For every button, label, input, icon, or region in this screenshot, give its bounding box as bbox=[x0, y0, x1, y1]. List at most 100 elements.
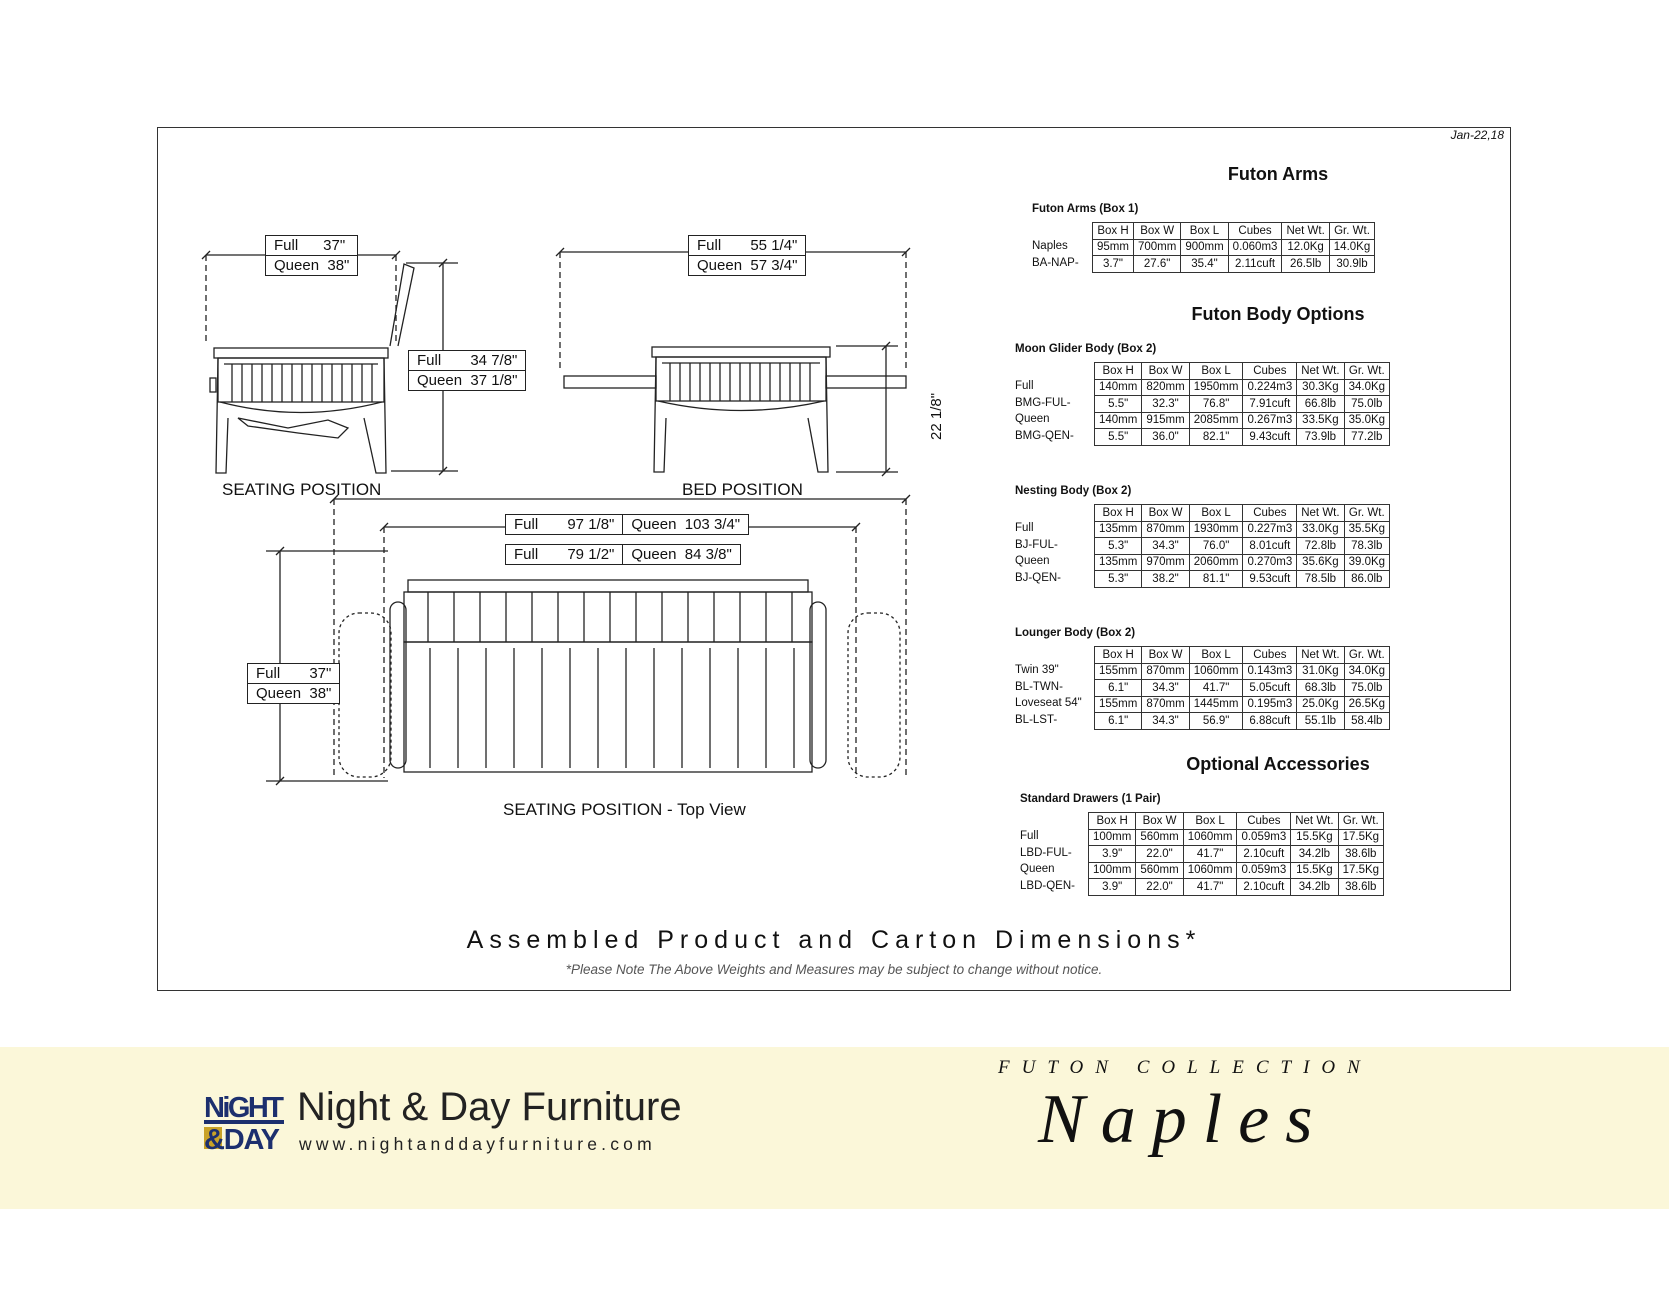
table-cell: 2.11cuft bbox=[1227, 255, 1283, 273]
collection-label: FUTON COLLECTION bbox=[998, 1057, 1372, 1078]
table-cell: 3.9" bbox=[1087, 845, 1137, 863]
table-cell: 78.3lb bbox=[1343, 537, 1391, 555]
column-header: Box H bbox=[1092, 222, 1134, 240]
moon-box-title: Moon Glider Body (Box 2) bbox=[1015, 343, 1157, 355]
column-header: Net Wt. bbox=[1296, 362, 1345, 380]
table-cell: 700mm bbox=[1132, 238, 1182, 256]
column-header: Net Wt. bbox=[1281, 222, 1330, 240]
top-depth-full: Full 37" bbox=[256, 665, 332, 682]
seating-width-queen: Queen 38" bbox=[266, 255, 358, 275]
seating-width-full: Full 37" bbox=[274, 237, 346, 254]
column-header: Cubes bbox=[1242, 646, 1298, 664]
table-cell: 5.3" bbox=[1093, 537, 1143, 555]
column-header: Gr. Wt. bbox=[1328, 222, 1376, 240]
futon-body-heading: Futon Body Options bbox=[1191, 304, 1365, 324]
table-cell: 81.1" bbox=[1188, 570, 1244, 588]
table-cell: 58.4lb bbox=[1343, 712, 1391, 730]
table-cell: 155mm bbox=[1093, 662, 1143, 680]
table-cell: 35.4" bbox=[1180, 255, 1229, 273]
table-cell: 5.05cuft bbox=[1242, 679, 1298, 697]
table-cell: 0.059m3 bbox=[1236, 828, 1292, 846]
table-cell: 140mm bbox=[1093, 378, 1143, 396]
moon-name-2: Queen bbox=[1015, 413, 1050, 425]
table-cell: 39.0Kg bbox=[1343, 553, 1391, 571]
table-cell: 0.270m3 bbox=[1242, 553, 1298, 571]
table-cell: 15.5Kg bbox=[1290, 861, 1339, 879]
table-cell: 0.143m3 bbox=[1242, 662, 1298, 680]
column-header: Gr. Wt. bbox=[1337, 812, 1385, 830]
column-header: Box W bbox=[1141, 646, 1190, 664]
top-inner-queen: Queen 84 3/8" bbox=[622, 545, 739, 564]
logo-night: NiGHT bbox=[204, 1092, 284, 1124]
model-name: Naples bbox=[1038, 1081, 1329, 1158]
table-cell: 95mm bbox=[1092, 238, 1134, 256]
column-header: Gr. Wt. bbox=[1343, 504, 1391, 522]
table-cell: 100mm bbox=[1087, 861, 1137, 879]
table-cell: 900mm bbox=[1180, 238, 1229, 256]
table-cell: 86.0lb bbox=[1343, 570, 1391, 588]
table-cell: 76.0" bbox=[1188, 537, 1244, 555]
bed-height-label: 22 1/8" bbox=[928, 392, 945, 440]
lounger-names: Twin 39" BL-TWN- Loveseat 54" BL-LST- bbox=[1015, 662, 1082, 728]
table-cell: 970mm bbox=[1141, 553, 1190, 571]
table-cell: 870mm bbox=[1141, 662, 1190, 680]
table-cell: 38.6lb bbox=[1337, 878, 1385, 896]
table-cell: 41.7" bbox=[1182, 878, 1238, 896]
table-cell: 34.2lb bbox=[1290, 878, 1339, 896]
table-cell: 9.53cuft bbox=[1242, 570, 1298, 588]
drawers-name-2: Queen bbox=[1020, 863, 1055, 875]
drawers-box-title: Standard Drawers (1 Pair) bbox=[1020, 793, 1161, 805]
table-cell: 100mm bbox=[1087, 828, 1137, 846]
table-cell: 36.0" bbox=[1141, 428, 1190, 446]
table-cell: 7.91cuft bbox=[1242, 395, 1298, 413]
table-cell: 9.43cuft bbox=[1242, 428, 1298, 446]
footer-band bbox=[0, 1047, 1669, 1209]
seating-height-queen: Queen 37 1/8" bbox=[409, 370, 526, 390]
column-header: Box H bbox=[1093, 504, 1143, 522]
column-header: Cubes bbox=[1242, 504, 1298, 522]
nesting-name-0: Full bbox=[1015, 522, 1034, 534]
lounger-box-title: Lounger Body (Box 2) bbox=[1015, 627, 1136, 639]
column-header: Cubes bbox=[1227, 222, 1283, 240]
table-cell: 135mm bbox=[1093, 553, 1143, 571]
table-cell: 38.2" bbox=[1141, 570, 1190, 588]
table-cell: 0.267m3 bbox=[1242, 411, 1298, 429]
column-header: Cubes bbox=[1236, 812, 1292, 830]
bed-width-full: Full 55 1/4" bbox=[697, 237, 798, 254]
table-cell: 34.3" bbox=[1141, 679, 1190, 697]
drawers-name-1: LBD-FUL- bbox=[1020, 846, 1072, 859]
top-inner-width-label: Full 79 1/2" Queen 84 3/8" bbox=[505, 544, 741, 565]
table-cell: 22.0" bbox=[1135, 845, 1184, 863]
seating-height-label: Full 34 7/8" Queen 37 1/8" bbox=[408, 350, 527, 391]
table-cell: 14.0Kg bbox=[1328, 238, 1376, 256]
table-cell: 0.060m3 bbox=[1227, 238, 1283, 256]
table-cell: 27.6" bbox=[1132, 255, 1182, 273]
bed-side-view bbox=[555, 247, 911, 477]
nesting-name-2: Queen bbox=[1015, 555, 1050, 567]
table-cell: 3.7" bbox=[1092, 255, 1134, 273]
moon-name-0: Full bbox=[1015, 380, 1034, 392]
column-header: Net Wt. bbox=[1296, 504, 1345, 522]
website-url[interactable]: www.nightanddayfurniture.com bbox=[299, 1134, 656, 1154]
table-cell: 22.0" bbox=[1135, 878, 1184, 896]
table-cell: 41.7" bbox=[1182, 845, 1238, 863]
brand-name: Night & Day Furniture bbox=[297, 1085, 682, 1129]
table-cell: 8.01cuft bbox=[1242, 537, 1298, 555]
table-cell: 2060mm bbox=[1188, 553, 1244, 571]
table-cell: 15.5Kg bbox=[1290, 828, 1339, 846]
column-header: Box L bbox=[1188, 646, 1244, 664]
table-cell: 5.5" bbox=[1093, 428, 1143, 446]
revision-date: Jan-22,18 bbox=[1450, 128, 1504, 142]
